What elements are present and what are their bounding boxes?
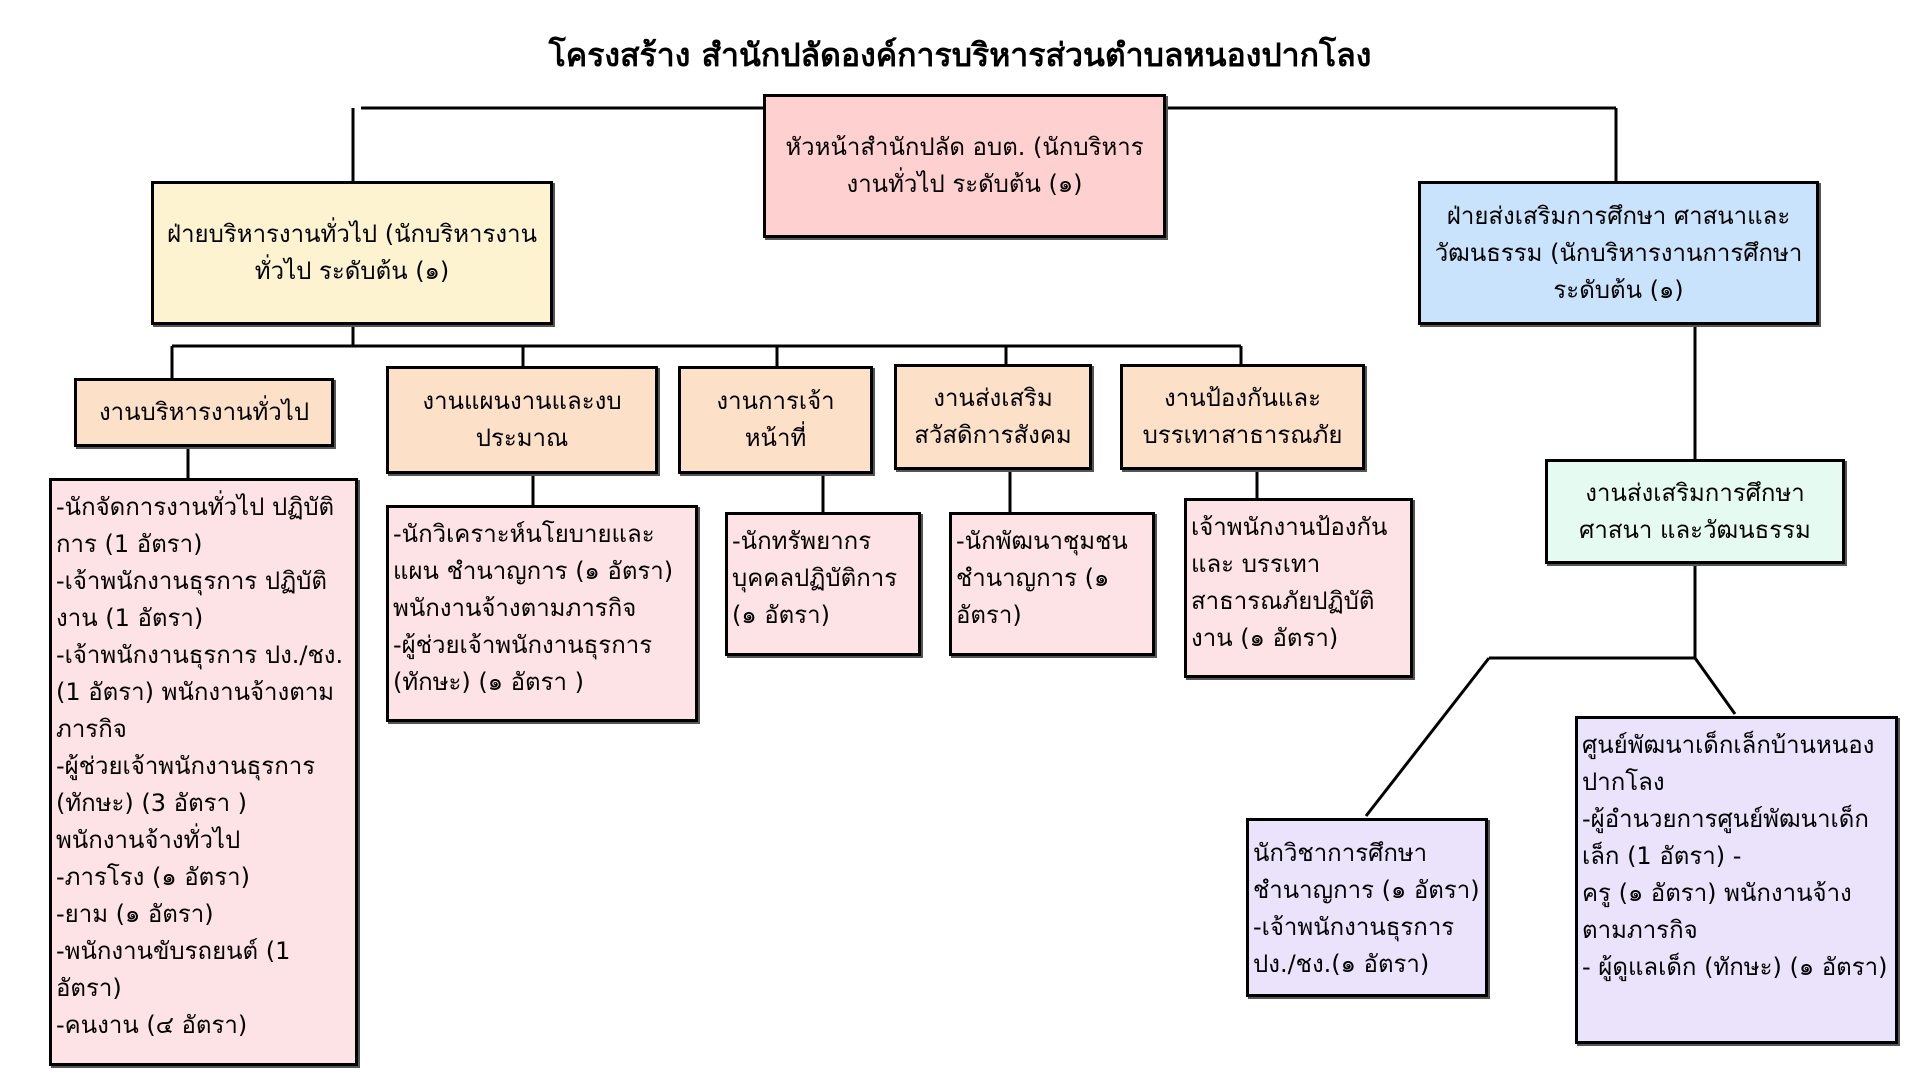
child-center-box: ศูนย์พัฒนาเด็กเล็กบ้านหนองปากโลง -ผู้อำน… [1575,716,1898,1044]
section-box: งานการเจ้าหน้าที่ [678,366,873,474]
staff-line: -เจ้าพนักงานธุรการ ปฏิบัติงาน (1 อัตรา) [56,567,327,632]
staff-line: -ภารโรง (๑ อัตรา) [56,863,250,891]
staff-line: -นักพัฒนาชุมชน ชำนาญการ (๑ อัตรา) [956,527,1136,629]
staff-line: พนักงานจ้างทั่วไป [56,826,241,854]
section-box: งานป้องกันและบรรเทาสาธารณภัย [1120,364,1365,470]
section-label: งานส่งเสริมสวัสดิการสังคม [914,384,1072,449]
staff-line: พนักงานจ้างตามภารกิจ [393,594,637,622]
education-division-box: ฝ่ายส่งเสริมการศึกษา ศาสนาและวัฒนธรรม (น… [1418,181,1819,325]
section-box: งานส่งเสริมสวัสดิการสังคม [894,364,1092,470]
staff-line: -นักจัดการงานทั่วไป ปฏิบัติการ (1 อัตรา) [56,493,335,558]
section-label: งานบริหารงานทั่วไป [98,398,310,426]
staff-line: -ผู้อำนวยการศูนย์พัฒนาเด็กเล็ก (1 อัตรา)… [1582,805,1869,870]
division-label: ฝ่ายบริหารงานทั่วไป (นักบริหารงานทั่วไป … [167,220,537,285]
page-title: โครงสร้าง สำนักปลัดองค์การบริหารส่วนตำบล… [548,36,1372,74]
head-box: หัวหน้าสำนักปลัด อบต. (นักบริหารงานทั่วไ… [763,94,1166,238]
staff-line: ครู (๑ อัตรา) พนักงานจ้างตามภารกิจ [1582,879,1852,944]
general-admin-division-box: ฝ่ายบริหารงานทั่วไป (นักบริหารงานทั่วไป … [151,181,553,325]
staff-box: เจ้าพนักงานป้องกันและ บรรเทาสาธารณภัยปฏิ… [1184,498,1413,678]
staff-line: เจ้าพนักงานป้องกันและ บรรเทาสาธารณภัยปฏิ… [1191,513,1388,652]
section-box: งานแผนงานและงบประมาณ [386,366,658,474]
staff-line: -ผู้ช่วยเจ้าพนักงานธุรการ (ทักษะ) (๑ อัต… [393,631,660,696]
staff-line: - ผู้ดูแลเด็ก (ทักษะ) (๑ อัตรา) [1582,953,1888,981]
staff-line: -นักทรัพยากรบุคคลปฏิบัติการ (๑ อัตรา) [732,527,905,629]
staff-box: -นักจัดการงานทั่วไป ปฏิบัติการ (1 อัตรา)… [49,478,358,1066]
staff-line: -นักวิเคราะห์นโยบายและแผน ชำนาญการ (๑ อั… [393,520,674,585]
section-label: งานการเจ้าหน้าที่ [716,387,835,452]
staff-line: -พนักงานขับรถยนต์ (1 อัตรา) [56,937,299,1002]
head-label: หัวหน้าสำนักปลัด อบต. (นักบริหารงานทั่วไ… [785,133,1144,198]
section-label: งานส่งเสริมการศึกษา ศาสนา และวัฒนธรรม [1579,478,1811,544]
staff-line: นักวิชาการศึกษา ชำนาญการ (๑ อัตรา) [1253,839,1480,904]
education-staff-box: นักวิชาการศึกษา ชำนาญการ (๑ อัตรา) -เจ้า… [1246,818,1488,997]
section-box: งานบริหารงานทั่วไป [74,378,334,447]
staff-box: -นักทรัพยากรบุคคลปฏิบัติการ (๑ อัตรา) [725,512,921,656]
staff-line: -ยาม (๑ อัตรา) [56,900,214,928]
division-label: ฝ่ายส่งเสริมการศึกษา ศาสนาและวัฒนธรรม (น… [1434,201,1803,304]
staff-line: -คนงาน (๔ อัตรา) [56,1011,248,1039]
staff-box: -นักวิเคราะห์นโยบายและแผน ชำนาญการ (๑ อั… [386,505,698,722]
staff-box: -นักพัฒนาชุมชน ชำนาญการ (๑ อัตรา) [949,512,1155,656]
education-section-box: งานส่งเสริมการศึกษา ศาสนา และวัฒนธรรม [1545,459,1845,564]
staff-line: -ผู้ช่วยเจ้าพนักงานธุรการ (ทักษะ) (3 อัต… [56,752,323,817]
section-label: งานป้องกันและบรรเทาสาธารณภัย [1142,384,1343,449]
section-label: งานแผนงานและงบประมาณ [422,387,622,452]
staff-line: -เจ้าพนักงานธุรการ ปง./ชง. (1 อัตรา) พนั… [56,641,351,743]
staff-line: ศูนย์พัฒนาเด็กเล็กบ้านหนองปากโลง [1582,731,1875,796]
staff-line: -เจ้าพนักงานธุรการ ปง./ชง.(๑ อัตรา) [1253,913,1462,978]
